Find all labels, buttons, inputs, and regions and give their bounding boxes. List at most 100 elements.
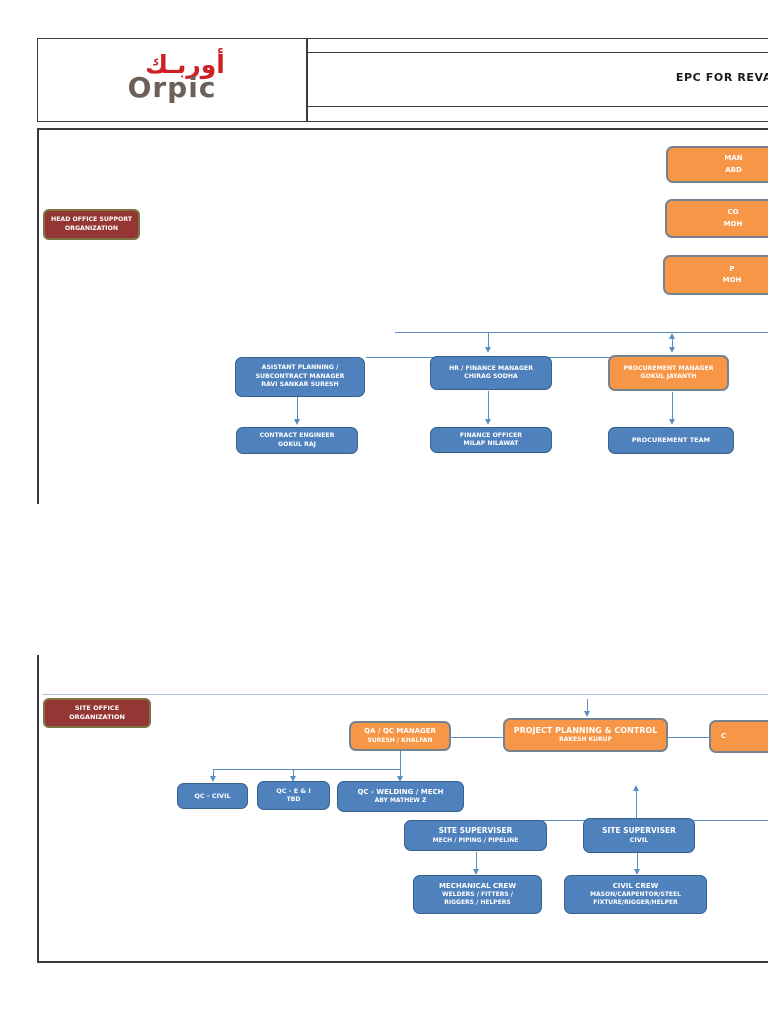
connector-drop-proc — [672, 338, 673, 348]
section-label-line: ORGANIZATION — [69, 713, 125, 721]
section-label-line: ORGANIZATION — [64, 224, 119, 232]
org-node-manager-cut-right: C — [709, 720, 768, 753]
node-line: GOKUL RAJ — [277, 440, 316, 448]
connector-mech-crew — [476, 852, 477, 870]
node-line: MAN — [724, 154, 743, 163]
node-line: QC - E & I — [276, 787, 311, 796]
connector-planning-contract — [297, 397, 298, 420]
node-line: QA / QC MANAGER — [364, 727, 436, 736]
org-node-procurement-team: PROCUREMENT TEAM — [608, 427, 734, 454]
header-row-line-bottom — [306, 106, 768, 108]
connector-qc-ei-drop — [293, 769, 294, 777]
connector-sibling-line — [450, 737, 503, 738]
org-node-site-superviser-civil: SITE SUPERVISER CIVIL — [583, 818, 695, 853]
org-node-qc-welding-mech: QC - WELDING / MECH ABY MATHEW Z — [337, 781, 464, 812]
node-line: CIVIL — [629, 836, 649, 845]
orpic-logo: أوربـك Orpic — [92, 52, 252, 102]
arrowhead-down — [669, 347, 675, 353]
connector-qc-civil-drop — [213, 769, 214, 777]
org-node-manager-cut-1: MAN ABD — [666, 146, 768, 183]
org-node-qc-civil: QC - CIVIL — [177, 783, 248, 809]
org-node-manager-cut-3: P MOH — [663, 255, 768, 295]
header-row-line-top — [306, 52, 768, 54]
org-node-civil-crew: CIVIL CREW MASON/CARPENTOR/STEEL FIXTURE… — [564, 875, 707, 914]
node-line: CIVIL CREW — [612, 881, 659, 890]
node-line: PROJECT PLANNING & CONTROL — [513, 725, 658, 735]
arrowhead-down — [290, 776, 296, 782]
node-line: FINANCE OFFICER — [459, 431, 523, 439]
node-line: SITE SUPERVISER — [602, 826, 676, 836]
chart1-left-border — [37, 128, 39, 504]
document-title: EPC FOR REVA — [675, 71, 768, 84]
org-node-planning-manager: ASISTANT PLANNING / SUBCONTRACT MANAGER … — [235, 357, 365, 397]
node-line: SURESH / KHALFAN — [367, 736, 433, 744]
node-line: ASISTANT PLANNING / — [261, 364, 339, 372]
node-line: SUBCONTRACT MANAGER — [255, 372, 345, 380]
chart1-top-border — [37, 128, 768, 130]
node-line: P — [729, 264, 735, 273]
connector-qc-branch — [213, 769, 401, 770]
node-line: MECHANICAL CREW — [438, 881, 517, 890]
node-line: SITE SUPERVISER — [438, 826, 513, 836]
node-line: ABY MATHEW Z — [374, 797, 427, 805]
node-line: WELDERS / FITTERS / — [442, 891, 513, 899]
node-line: CONTRACT ENGINEER — [259, 432, 335, 440]
header-divider-line — [306, 38, 308, 122]
node-line: TBD — [286, 795, 301, 803]
arrowhead-up — [669, 333, 675, 339]
node-line: ABD — [725, 165, 742, 174]
org-node-qc-ei: QC - E & I TBD — [257, 781, 330, 810]
node-line: PROCUREMENT TEAM — [631, 436, 711, 445]
arrowhead-down — [397, 776, 403, 782]
org-node-qaqc-manager: QA / QC MANAGER SURESH / KHALFAN — [349, 721, 451, 751]
node-line: PROCUREMENT MANAGER — [623, 364, 714, 372]
org-node-manager-cut-2: CO MOH — [665, 199, 768, 238]
node-line: GOKUL JAYANTH — [640, 373, 697, 380]
chart2-bottom-border — [37, 961, 768, 963]
node-line: MOH — [722, 276, 742, 284]
node-line: RAVI SANKAR SURESH — [261, 381, 339, 389]
org-node-hr-finance-manager: HR / FINANCE MANAGER CHIRAG SODHA — [430, 356, 552, 390]
head-office-section-label: HEAD OFFICE SUPPORT ORGANIZATION — [43, 209, 140, 240]
chart2-top-rule — [42, 694, 768, 695]
arrowhead-down — [669, 419, 675, 425]
org-node-project-planning-control: PROJECT PLANNING & CONTROL RAKESH KURUP — [503, 718, 668, 752]
site-office-section-label: SITE OFFICE ORGANIZATION — [43, 698, 151, 728]
connector-hr-finance — [488, 391, 489, 420]
node-line: QC - WELDING / MECH — [357, 787, 444, 796]
chart2-left-border — [37, 655, 39, 963]
arrowhead-down — [210, 776, 216, 782]
org-node-mechanical-crew: MECHANICAL CREW WELDERS / FITTERS / RIGG… — [413, 875, 542, 914]
arrowhead-down — [485, 419, 491, 425]
connector-main-line — [395, 332, 768, 333]
connector-qc-weld-drop — [400, 769, 401, 777]
org-node-contract-engineer: CONTRACT ENGINEER GOKUL RAJ — [236, 427, 358, 454]
connector-qaqc-drop — [400, 751, 401, 770]
arrowhead-down — [634, 869, 640, 875]
node-line: CHIRAG SODHA — [464, 373, 518, 380]
node-line: HR / FINANCE MANAGER — [448, 364, 534, 372]
node-line: RAKESH KURUP — [559, 736, 612, 744]
arrowhead-down — [473, 869, 479, 875]
orpic-logo-arabic-text: أوربـك — [145, 50, 226, 79]
org-node-site-superviser-mech: SITE SUPERVISER MECH / PIPING / PIPELINE — [404, 820, 547, 851]
arrowhead-down — [294, 419, 300, 425]
connector-proc-team — [672, 392, 673, 420]
orpic-logo-latin-text: Orpic — [127, 71, 217, 104]
org-node-procurement-manager: PROCUREMENT MANAGER GOKUL JAYANTH — [608, 355, 729, 391]
arrowhead-down — [485, 347, 491, 353]
node-line: FIXTURE/RIGGER/HELPER — [593, 899, 678, 907]
node-line: C — [721, 731, 727, 740]
node-line: MASON/CARPENTOR/STEEL — [590, 891, 681, 899]
connector-civil-up — [636, 790, 637, 820]
node-line: MOH — [723, 219, 743, 228]
node-line: RIGGERS / HELPERS — [444, 899, 511, 907]
node-line: MILAP NILAWAT — [463, 440, 519, 447]
section-label-line: HEAD OFFICE SUPPORT — [51, 216, 132, 224]
org-node-finance-officer: FINANCE OFFICER MILAP NILAWAT — [430, 427, 552, 453]
connector-civil-crew — [637, 853, 638, 870]
connector-sibling-line — [668, 737, 709, 738]
connector-drop-hr — [488, 333, 489, 348]
node-line: CO — [727, 208, 739, 217]
